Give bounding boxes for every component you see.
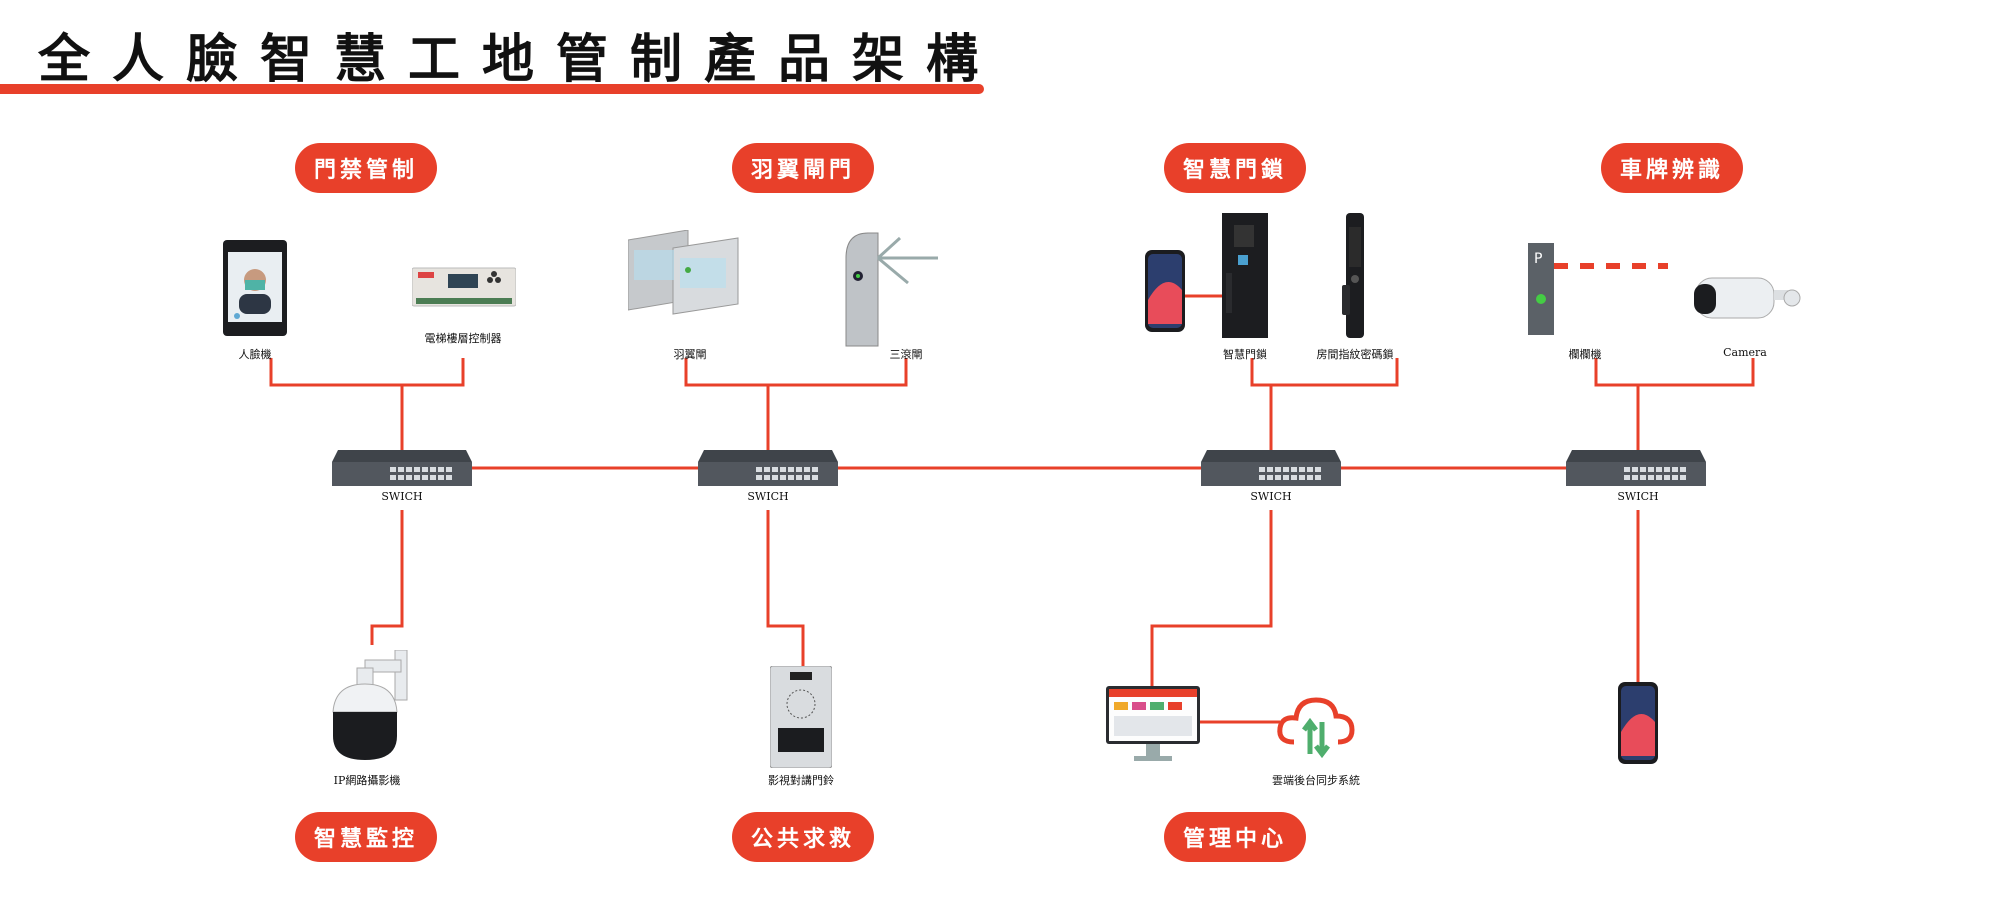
device-label: 欄欄機: [1568, 348, 1602, 361]
category-smart-lock: 智慧門鎖: [1164, 143, 1306, 193]
switch-label: SWICH: [381, 490, 423, 503]
lock-branch-line: [1250, 358, 1399, 387]
device-label: 房間指紋密碼鎖: [1316, 348, 1394, 361]
device-label: 羽翼閘: [673, 348, 707, 361]
lpr-branch-line: [1594, 358, 1755, 387]
device-label: 三滾閘: [889, 348, 923, 361]
face-terminal-icon: [223, 240, 287, 336]
barrier-gate-icon: P: [1528, 243, 1668, 335]
cloud-sync-icon: [1277, 697, 1355, 759]
device-label: Camera: [1723, 346, 1767, 359]
monitor-icon: [1106, 686, 1200, 761]
smart-door-lock-icon: [1222, 213, 1268, 338]
flap-gate-icon: [628, 230, 739, 315]
video-intercom-icon: [770, 666, 832, 768]
device-label: 人臉機: [238, 348, 272, 361]
switch-label: SWICH: [1617, 490, 1659, 503]
smartphone-icon: [1145, 250, 1185, 332]
device-label: 影視對講門鈴: [768, 774, 834, 787]
switch-label: SWICH: [747, 490, 789, 503]
turnstile-branch-line: [684, 358, 908, 387]
category-surveillance: 智慧監控: [295, 812, 437, 862]
category-emergency: 公共求救: [732, 812, 874, 862]
page-title: 全人臉智慧工地管制產品架構: [38, 29, 1001, 90]
smartphone-icon: [1618, 682, 1658, 764]
management-line: [1150, 510, 1273, 688]
device-label: 智慧門鎖: [1223, 348, 1267, 361]
ip-camera-line: [370, 510, 404, 645]
elevator-controller-icon: [412, 267, 516, 307]
fingerprint-lock-icon: [1342, 213, 1364, 338]
intercom-line: [766, 510, 805, 668]
device-label: 雲端後台同步系統: [1272, 774, 1360, 787]
title-underline: [0, 84, 984, 94]
access-branch-line: [269, 358, 465, 387]
svg-text:P: P: [1534, 251, 1542, 267]
tripod-turnstile-icon: [845, 232, 938, 347]
category-flap-barrier: 羽翼閘門: [732, 143, 874, 193]
switch-icon: [332, 450, 472, 486]
device-label: 電梯樓層控制器: [424, 332, 502, 345]
switch-label: SWICH: [1250, 490, 1292, 503]
switch-icon: [1201, 450, 1341, 486]
switch-icon: [1566, 450, 1706, 486]
switch-icon: [698, 450, 838, 486]
category-access-control: 門禁管制: [295, 143, 437, 193]
bullet-camera-icon: [1694, 277, 1801, 319]
category-license-plate: 車牌辨識: [1601, 143, 1743, 193]
device-label: IP網路攝影機: [333, 774, 401, 787]
category-management: 管理中心: [1164, 812, 1306, 862]
ptz-camera-icon: [332, 650, 408, 760]
